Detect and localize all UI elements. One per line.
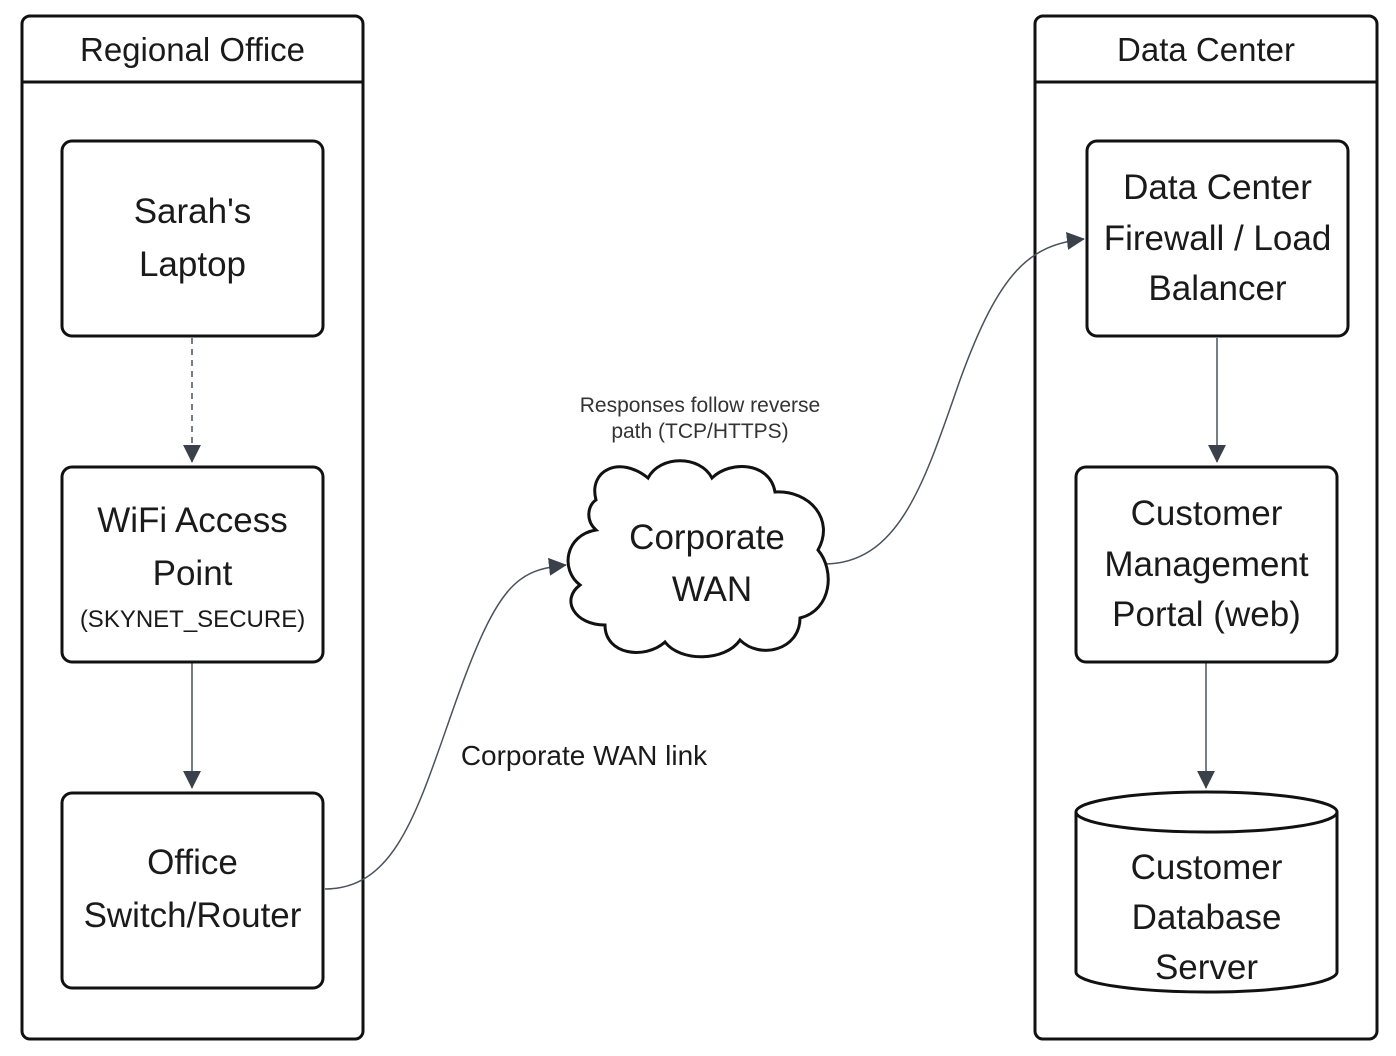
node-office-switch-router-box[interactable] <box>60 791 325 990</box>
node-wifi-access-point-label-1: WiFi Access <box>97 501 288 540</box>
edges <box>183 231 1226 890</box>
node-sarahs-laptop-label-1: Sarah's <box>134 192 252 231</box>
edge-switch-to-wan[interactable] <box>324 557 567 890</box>
node-wifi-access-point-ssid: (SKYNET_SECURE) <box>80 606 305 633</box>
node-sarahs-laptop-box[interactable] <box>60 139 325 338</box>
responses-note: Responses follow reverse path (TCP/HTTPS… <box>580 394 820 443</box>
node-office-switch-router-label-1: Office <box>147 843 238 882</box>
node-office-switch-router-label-2: Switch/Router <box>84 896 302 935</box>
node-database-label-3: Server <box>1155 948 1258 987</box>
node-database-label-2: Database <box>1132 898 1282 937</box>
node-corporate-wan-label-1: Corporate <box>629 518 785 557</box>
node-portal-label-1: Customer <box>1131 494 1283 533</box>
node-portal-label-2: Management <box>1104 545 1309 584</box>
node-sarahs-laptop[interactable]: Sarah's Laptop <box>60 139 325 338</box>
node-dc-firewall-load-balancer[interactable]: Data Center Firewall / Load Balancer <box>1085 139 1350 338</box>
node-corporate-wan[interactable]: Corporate WAN <box>566 459 830 659</box>
node-dc-firewall-label-2: Firewall / Load <box>1104 219 1332 258</box>
node-dc-firewall-label-3: Balancer <box>1148 269 1286 308</box>
node-corporate-wan-cloud-shape[interactable] <box>566 459 830 659</box>
node-office-switch-router[interactable]: Office Switch/Router <box>60 791 325 990</box>
responses-note-line-1: Responses follow reverse <box>580 394 820 417</box>
node-wifi-access-point[interactable]: WiFi Access Point (SKYNET_SECURE) <box>60 465 325 664</box>
node-customer-management-portal[interactable]: Customer Management Portal (web) <box>1074 465 1339 664</box>
node-dc-firewall-label-1: Data Center <box>1123 168 1312 207</box>
node-portal-label-3: Portal (web) <box>1112 595 1301 634</box>
node-dc-firewall-load-balancer-box[interactable] <box>1085 139 1350 338</box>
node-sarahs-laptop-label-2: Laptop <box>139 245 246 284</box>
node-database-label-1: Customer <box>1131 848 1283 887</box>
edge-label-corporate-wan-link: Corporate WAN link <box>461 740 708 771</box>
group-regional-office-title: Regional Office <box>80 31 305 68</box>
node-corporate-wan-label-2: WAN <box>672 570 752 609</box>
group-data-center-title: Data Center <box>1117 31 1295 68</box>
node-customer-management-portal-box[interactable] <box>1074 465 1339 664</box>
edge-wan-to-firewall[interactable] <box>823 231 1085 565</box>
node-wifi-access-point-box[interactable] <box>60 465 325 664</box>
node-wifi-access-point-label-2: Point <box>153 554 233 593</box>
node-customer-database-server-top-rim <box>1074 811 1339 834</box>
node-customer-database-server-cylinder[interactable] <box>1074 790 1339 994</box>
responses-note-line-2: path (TCP/HTTPS) <box>611 420 788 443</box>
node-customer-database-server[interactable]: Customer Database Server <box>1074 790 1339 994</box>
